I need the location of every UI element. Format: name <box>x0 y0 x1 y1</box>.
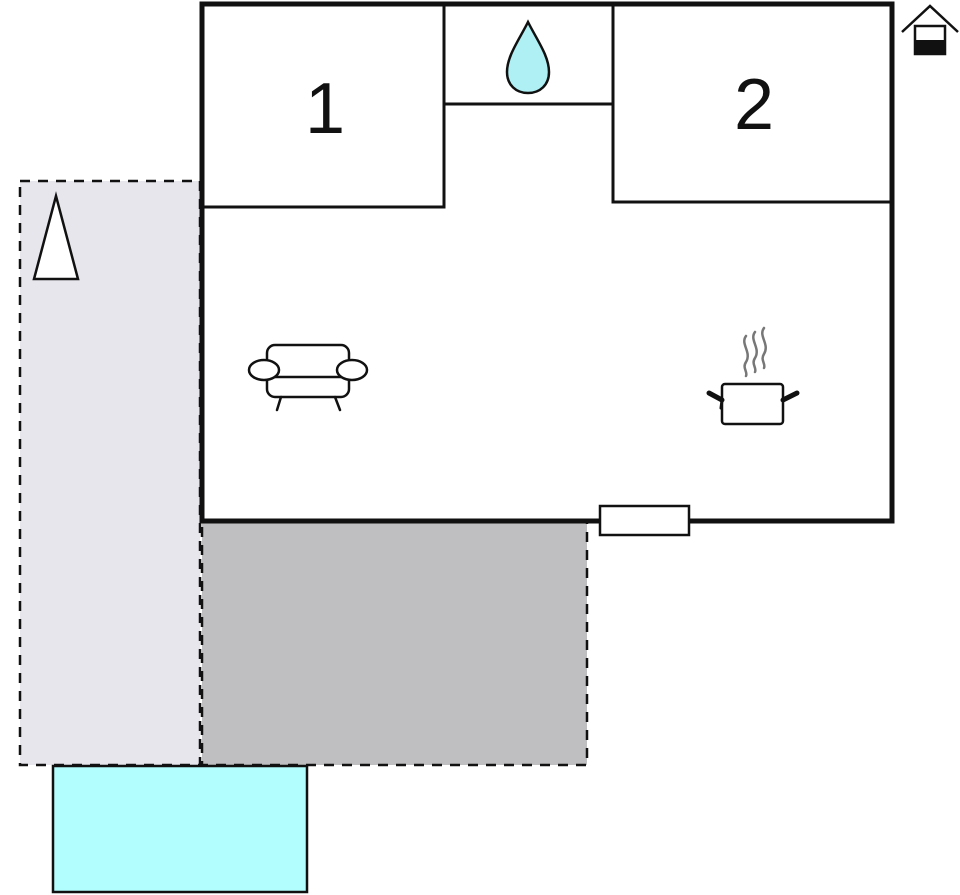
cooking-pot-icon <box>706 326 800 426</box>
tree-icon <box>32 191 80 281</box>
pool <box>51 764 309 894</box>
bedroom-2-label: 2 <box>734 65 774 145</box>
bedroom-2-walls <box>611 4 892 204</box>
bedroom-1-walls <box>202 4 446 209</box>
water-drop-icon <box>505 19 551 95</box>
house-outline <box>199 1 895 524</box>
bedroom-1-label: 1 <box>305 69 345 149</box>
house-ground-floor-icon <box>901 4 959 56</box>
terrace-area <box>200 519 589 767</box>
entrance-door <box>598 504 691 537</box>
sofa-icon <box>247 343 369 412</box>
